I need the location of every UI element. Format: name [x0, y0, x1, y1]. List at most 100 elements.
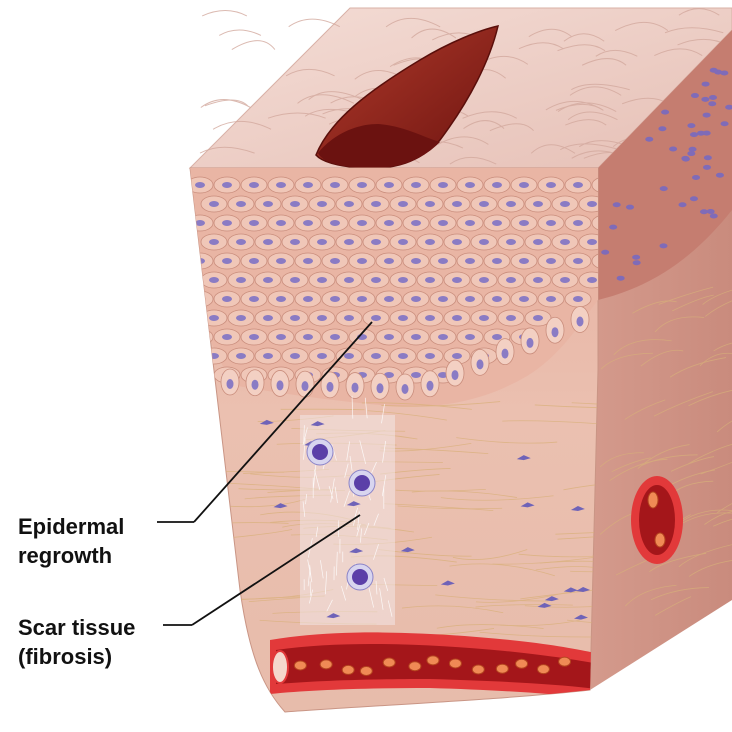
red-blood-cell-icon [294, 661, 306, 670]
red-blood-cell-icon [496, 664, 508, 673]
cell-nucleus [303, 182, 313, 188]
cell-nucleus [519, 220, 529, 226]
cell-nucleus [344, 201, 354, 207]
cell-nucleus [601, 250, 609, 255]
cell-nucleus [502, 349, 509, 359]
cell-nucleus [252, 380, 259, 390]
cell-nucleus [209, 201, 219, 207]
cell-nucleus [506, 315, 516, 321]
cell-nucleus [690, 196, 698, 201]
cell-nucleus [222, 220, 232, 226]
cell-nucleus [330, 258, 340, 264]
cell-nucleus [465, 296, 475, 302]
cell-nucleus [452, 353, 462, 359]
cell-nucleus [452, 239, 462, 245]
cell-nucleus [330, 182, 340, 188]
surface-scale [219, 30, 261, 35]
cell-nucleus [425, 353, 435, 359]
epidermal-cell [187, 367, 213, 383]
cell-nucleus [552, 327, 559, 337]
cell-nucleus [411, 258, 421, 264]
cell-nucleus [330, 296, 340, 302]
cell-nucleus [479, 201, 489, 207]
cell-nucleus [573, 182, 583, 188]
cell-nucleus [222, 258, 232, 264]
cell-nucleus [438, 334, 448, 340]
cell-nucleus [702, 82, 710, 87]
cell-nucleus [357, 258, 367, 264]
cell-nucleus [222, 334, 232, 340]
cell-nucleus [303, 296, 313, 302]
cell-nucleus [707, 209, 715, 214]
cell-nucleus [427, 381, 434, 391]
cell-nucleus [276, 220, 286, 226]
label-scar-line1: Scar tissue [18, 613, 135, 642]
cell-nucleus [709, 95, 717, 100]
cell-nucleus [465, 182, 475, 188]
cell-nucleus [195, 258, 205, 264]
cell-nucleus [344, 315, 354, 321]
cell-nucleus [425, 315, 435, 321]
cell-nucleus [710, 213, 718, 218]
label-scar-line2: (fibrosis) [18, 642, 135, 671]
cell-nucleus [710, 68, 718, 73]
cell-nucleus [669, 146, 677, 151]
cell-nucleus [222, 182, 232, 188]
cell-nucleus [465, 258, 475, 264]
cell-nucleus [425, 201, 435, 207]
cell-nucleus [195, 334, 205, 340]
surface-scale [202, 11, 247, 16]
cell-nucleus [617, 276, 625, 281]
cell-nucleus [573, 296, 583, 302]
cell-nucleus [195, 296, 205, 302]
cell-nucleus [703, 131, 711, 136]
cell-nucleus [479, 239, 489, 245]
cell-nucleus [560, 201, 570, 207]
cell-nucleus [302, 381, 309, 391]
cell-nucleus [708, 101, 716, 106]
cell-nucleus [317, 277, 327, 283]
cell-nucleus [195, 372, 205, 378]
red-blood-cell-icon [449, 659, 461, 668]
red-blood-cell-icon [342, 665, 354, 674]
cell-nucleus [303, 220, 313, 226]
cell-nucleus [227, 379, 234, 389]
cell-nucleus [720, 70, 728, 75]
cell-nucleus [330, 334, 340, 340]
cell-nucleus [236, 239, 246, 245]
cell-nucleus [479, 277, 489, 283]
cell-nucleus [519, 182, 529, 188]
immune-cell-icon [349, 470, 375, 496]
cell-nucleus [317, 353, 327, 359]
cell-nucleus [290, 315, 300, 321]
cell-nucleus [479, 315, 489, 321]
cell-nucleus [438, 258, 448, 264]
cell-nucleus [689, 147, 697, 152]
cell-nucleus [632, 255, 640, 260]
cell-nucleus [357, 182, 367, 188]
cell-nucleus [330, 220, 340, 226]
cell-nucleus [645, 137, 653, 142]
cell-nucleus [716, 173, 724, 178]
cell-nucleus [587, 277, 597, 283]
cell-nucleus [249, 220, 259, 226]
cell-nucleus [263, 315, 273, 321]
cell-nucleus [533, 315, 543, 321]
cell-nucleus [425, 277, 435, 283]
cell-nucleus [411, 182, 421, 188]
red-blood-cell-icon [516, 659, 528, 668]
cell-nucleus [452, 315, 462, 321]
cell-nucleus [533, 277, 543, 283]
label-epidermal-line2: regrowth [18, 541, 124, 570]
cell-nucleus [327, 382, 334, 392]
blood-vessel-icon [631, 476, 683, 564]
cell-nucleus [209, 315, 219, 321]
cell-nucleus [721, 121, 729, 126]
cell-nucleus [560, 239, 570, 245]
cell-nucleus [371, 239, 381, 245]
cell-nucleus [236, 277, 246, 283]
cell-nucleus [209, 277, 219, 283]
cell-nucleus [546, 296, 556, 302]
cell-nucleus [276, 182, 286, 188]
cell-nucleus [384, 182, 394, 188]
